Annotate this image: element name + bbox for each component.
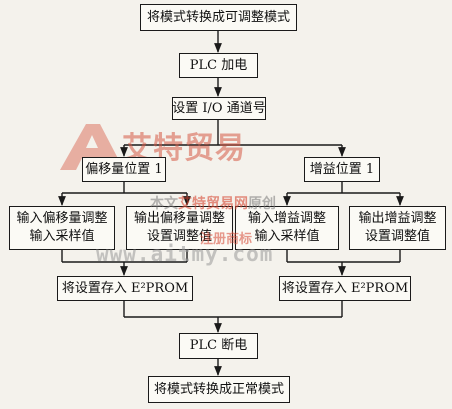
step-mode-adjust: 将模式转换成可调整模式 xyxy=(140,4,297,31)
store-right-box: 将设置存入 E²PROM xyxy=(279,276,411,301)
step-power-off: PLC 断电 xyxy=(179,333,258,359)
store-left-box: 将设置存入 E²PROM xyxy=(57,276,193,301)
step-mode-normal: 将模式转换成正常模式 xyxy=(148,376,290,403)
offset-output-box: 输出偏移量调整 设置调整值 xyxy=(126,206,233,250)
step-set-channel: 设置 I/O 通道号 xyxy=(172,97,266,120)
branch-gain: 增益位置 1 xyxy=(304,157,380,182)
offset-input-box: 输入偏移量调整 输入采样值 xyxy=(9,206,115,250)
gain-input-box: 输入增益调整 输入采样值 xyxy=(235,206,339,250)
gain-output-box: 输出增益调整 设置调整值 xyxy=(349,206,446,250)
step-power-on: PLC 加电 xyxy=(179,53,258,78)
branch-offset: 偏移量位置 1 xyxy=(82,157,166,182)
